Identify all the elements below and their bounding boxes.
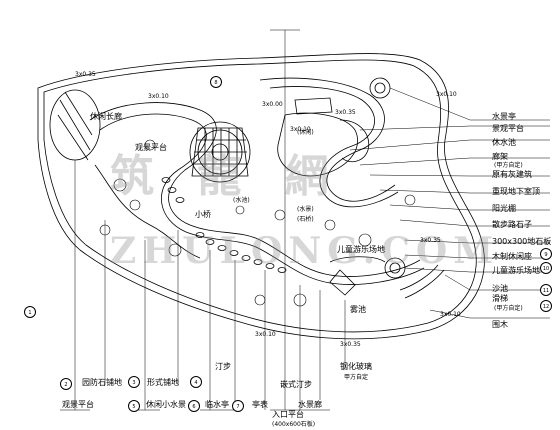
label-basement-roof: 重现地下室顶 — [492, 187, 540, 196]
marker-circle: 1 — [24, 306, 36, 318]
label-slide: 滑梯 — [492, 294, 508, 303]
elevation-tag: 3x0.10 — [290, 126, 311, 133]
label-tempered-glass: 钢化玻璃 — [340, 362, 372, 371]
label-small-water-feature: 休闲小水景 — [146, 400, 186, 409]
label-slide-note: (甲方自定) — [494, 305, 523, 312]
marker-circle: 6 — [188, 400, 200, 412]
label-sandpit: 沙池 — [492, 284, 508, 293]
label-pool-note: (水池) — [233, 197, 250, 204]
marker-circle: 7 — [232, 400, 244, 412]
marker-circle: 9 — [540, 248, 552, 260]
label-stone-slab: 300x300地石板 — [492, 237, 552, 246]
elevation-tag: 3x0.35 — [75, 71, 96, 78]
label-viewing-platform-bottom: 观景平台 — [62, 400, 94, 409]
elevation-tag: 3x0.00 — [262, 101, 283, 108]
label-tempered-glass-note: 甲方自定 — [344, 374, 369, 381]
label-small-bridge: 小桥 — [195, 210, 211, 219]
label-pergola-note: (甲方自定) — [494, 162, 523, 169]
marker-circle: 8 — [210, 76, 222, 88]
label-viewing-platform-plan: 观景平台 — [135, 143, 167, 152]
label-stone-paving: 园防石铺地 — [82, 378, 122, 387]
label-existing-building: 原有灰建筑 — [492, 170, 532, 179]
elevation-tag: 3x0.10 — [440, 311, 461, 318]
elevation-tag: 3x0.10 — [436, 91, 457, 98]
label-stone-bridge-note: (石桥) — [297, 216, 314, 223]
label-pavilion-table: 亭表 — [252, 400, 268, 409]
label-entrance-platform: 入口平台 — [272, 410, 304, 419]
elevation-tag: 3x0.35 — [335, 109, 356, 116]
label-fence: 围木 — [492, 320, 508, 329]
site-boundary — [37, 53, 485, 340]
label-children-play-area: 儿童游乐场地 — [492, 266, 540, 275]
label-wooden-bench: 木制休闲座 — [492, 252, 532, 261]
label-inlaid-stepping: 嵌式汀步 — [280, 380, 312, 389]
marker-circle: 12 — [540, 300, 552, 312]
marker-circle: 2 — [60, 378, 72, 390]
marker-circle: 10 — [540, 262, 552, 274]
label-children-area-plan: 儿童游乐场地 — [337, 245, 385, 254]
marker-circle: 11 — [540, 284, 552, 296]
elevation-tag: 3x0.35 — [420, 237, 441, 244]
label-pergola: 廊架 — [492, 152, 508, 161]
label-entrance-slab: (400x600石板) — [272, 421, 316, 428]
label-stepping-stones: 汀步 — [215, 362, 231, 371]
marker-circle: 4 — [190, 376, 202, 388]
label-rest-pool: 休水池 — [492, 138, 516, 147]
marker-circle: 5 — [128, 400, 140, 412]
label-leisure-corridor: 休闲长廊 — [90, 112, 122, 121]
marker-circle: 3 — [128, 376, 140, 388]
label-viewing-platform-right: 景观平台 — [492, 124, 524, 133]
label-water-corridor: 水景廊 — [298, 400, 322, 409]
label-waterscape-note: (水景) — [297, 206, 314, 213]
label-waterside-pavilion: 临水亭 — [205, 400, 229, 409]
label-form-paving: 形式铺地 — [147, 378, 179, 387]
elevation-tag: 3x0.10 — [255, 331, 276, 338]
elevation-tag: 3x0.10 — [148, 93, 169, 100]
label-leisure-note: (休闲) — [297, 129, 314, 136]
elevation-tag: 3x0.35 — [340, 341, 361, 348]
label-pebble-path: 散步路石子 — [492, 220, 532, 229]
label-sunshade: 阳光棚 — [492, 204, 516, 213]
label-mist-pool: 雾池 — [350, 305, 366, 314]
label-water-pavilion: 水景亭 — [492, 112, 516, 121]
